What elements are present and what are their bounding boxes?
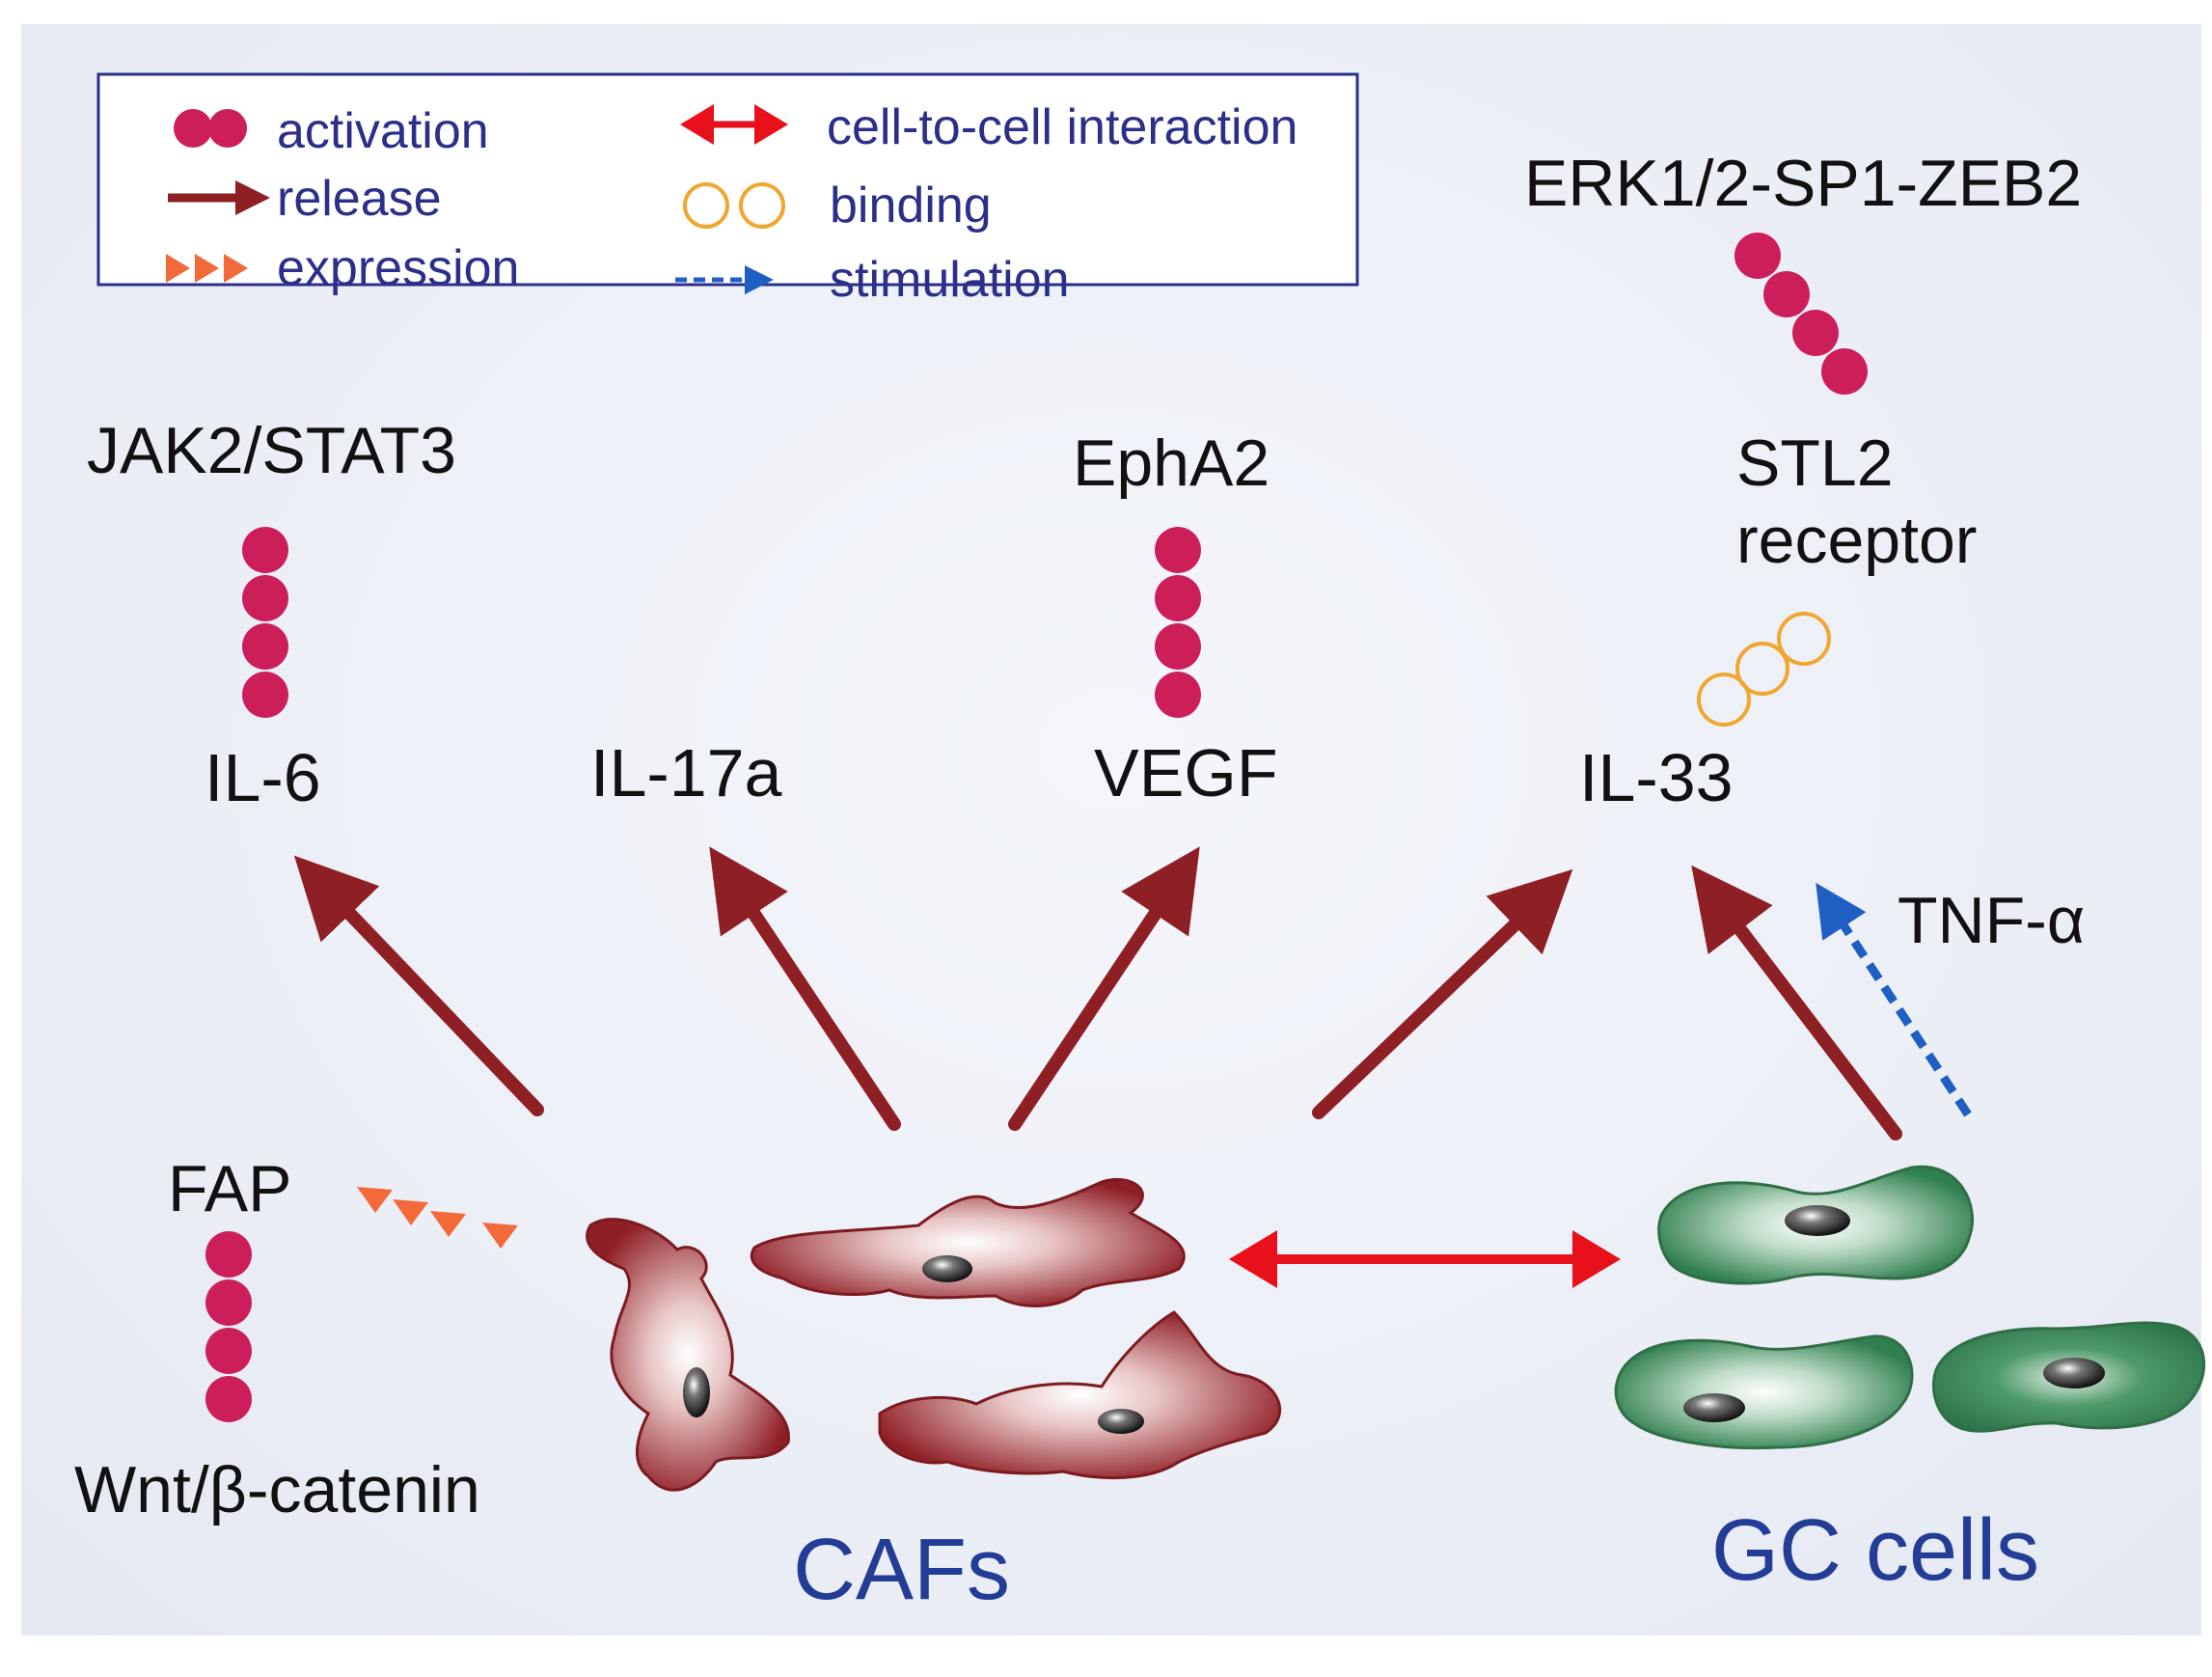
gc-nucleus [1683,1393,1745,1422]
gc-cell-bottom-left [1614,1334,1914,1450]
diagram-background: activation release expression cell-to-ce… [21,24,2206,1636]
erk-sp1-zeb2-label: ERK1/2-SP1-ZEB2 [1524,147,2082,220]
tnf-stimulation-arrow [1816,882,1972,1117]
legend-binding-label: binding [830,178,992,234]
erk-activation-chain [1734,233,1868,395]
gc-cell-top [1657,1165,1974,1285]
release-arrow-caf-il33 [1312,868,1573,1119]
legend-stimulation-label: stimulation [830,252,1070,308]
jak2-activation-chain [242,527,288,718]
release-arrow-il6 [293,855,544,1116]
caf-cell-left [586,1218,790,1492]
release-arrow-il17a [709,846,901,1131]
legend-release-label: release [277,171,442,227]
il6-label: IL-6 [205,740,321,815]
il17a-label: IL-17a [590,735,782,811]
pathway-diagram: activation release expression cell-to-ce… [74,72,2206,1618]
tnf-alpha-label: TNF-α [1898,884,2085,957]
caf-cell-top [751,1177,1186,1307]
release-arrow-vegf [1008,846,1200,1131]
gc-nucleus [1785,1205,1850,1236]
il33-label: IL-33 [1579,740,1734,815]
caf-nucleus [683,1367,710,1417]
stl2-label: STL2 [1736,426,1894,500]
caf-nucleus [922,1255,972,1282]
wnt-activation-chain [205,1231,252,1422]
epha2-activation-chain [1155,527,1201,718]
gc-nucleus [2043,1358,2105,1388]
vegf-label: VEGF [1094,735,1278,811]
legend-expression-label: expression [277,240,519,296]
fap-expression-arrows [357,1187,518,1249]
activation-icon [174,109,247,148]
gc-cell-bottom-right [1931,1321,2206,1433]
caf-cell-bottom [878,1310,1282,1480]
release-arrow-gc-il33 [1691,865,1902,1141]
wnt-beta-catenin-label: Wnt/β-catenin [74,1453,480,1526]
gc-cells-label: GC cells [1711,1502,2039,1599]
cafs-label: CAFs [793,1522,1010,1618]
expression-icon [166,254,248,283]
epha2-label: EphA2 [1073,426,1270,500]
il33-binding-chain [1697,612,1831,727]
jak2-stat3-label: JAK2/STAT3 [87,414,456,487]
release-arrows [293,846,1902,1141]
fap-label: FAP [168,1152,292,1225]
legend-activation-label: activation [277,103,489,159]
receptor-label: receptor [1736,504,1977,577]
legend-cell-interaction-label: cell-to-cell interaction [827,99,1297,155]
caf-nucleus [1098,1409,1144,1434]
binding-icon [683,182,785,229]
legend: activation release expression cell-to-ce… [96,72,1359,308]
